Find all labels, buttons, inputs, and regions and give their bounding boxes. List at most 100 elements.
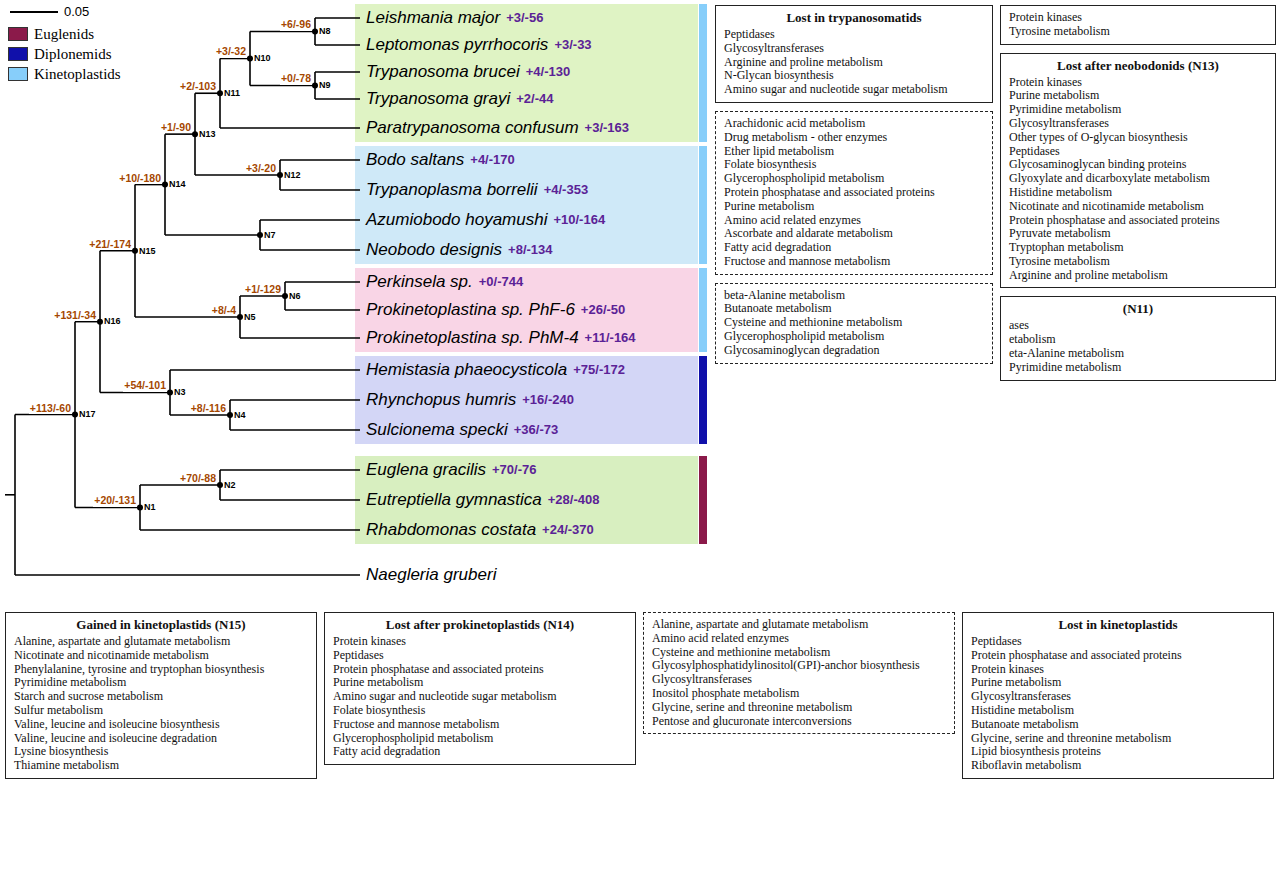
gain-loss-count: +11/-164 <box>585 331 636 346</box>
legend-swatch <box>8 47 28 61</box>
species-name: Prokinetoplastina sp. PhF-6 <box>366 300 575 320</box>
pathway-name: Histidine metabolism <box>971 704 1265 718</box>
pathway-name: Peptidases <box>333 649 627 663</box>
pathway-name: Folate biosynthesis <box>724 158 984 172</box>
gain-loss-count: +8/-134 <box>508 243 552 258</box>
node-dot <box>237 314 243 320</box>
pathway-list: Arachidonic acid metabolismDrug metaboli… <box>715 111 993 275</box>
tree-branch <box>220 58 250 60</box>
node-dot <box>312 29 318 35</box>
gain-loss-count: +24/-370 <box>542 523 594 538</box>
node-id: N2 <box>224 480 236 490</box>
gain-loss-count: +10/-164 <box>553 213 605 228</box>
pathway-name: Alanine, aspartate and glutamate metabol… <box>14 635 308 649</box>
tree-branch <box>165 234 260 236</box>
pathway-name: Fatty acid degradation <box>724 241 984 255</box>
node-dot <box>282 293 288 299</box>
tree-branch <box>15 414 75 416</box>
tree-branch <box>5 494 15 496</box>
pathway-name: Purine metabolism <box>333 676 627 690</box>
branch-gain-loss: +54/-101 <box>123 379 167 391</box>
pathway-name: Valine, leucine and isoleucine biosynthe… <box>14 718 308 732</box>
pathway-name: N-Glycan biosynthesis <box>724 69 984 83</box>
tree-branch <box>165 133 195 135</box>
node-id: N9 <box>319 80 331 90</box>
gain-loss-count: +4/-353 <box>544 183 588 198</box>
pathway-name: Alanine, aspartate and glutamate metabol… <box>652 618 946 632</box>
pathway-name: Pyrimidine metabolism <box>1009 103 1267 117</box>
pathway-name: Tyrosine metabolism <box>1009 25 1267 39</box>
tree-branch <box>195 174 280 176</box>
pathway-name: Glycosaminoglycan degradation <box>724 344 984 358</box>
pathway-name: Arachidonic acid metabolism <box>724 117 984 131</box>
pathway-name: Phenylalanine, tyrosine and tryptophan b… <box>14 663 308 677</box>
branch-gain-loss: +1/-129 <box>244 283 282 295</box>
pathway-name: eta-Alanine metabolism <box>1009 347 1267 361</box>
pathway-name: Lysine biosynthesis <box>14 745 308 759</box>
branch-gain-loss: +0/-78 <box>280 72 312 84</box>
node-id: N4 <box>234 410 246 420</box>
clade-band <box>355 146 698 264</box>
pathway-name: Glycerophospholipid metabolism <box>724 172 984 186</box>
clade-strip <box>699 456 707 544</box>
pathway-list-box: Gained in kinetoplastids (N15) Alanine, a… <box>5 612 317 779</box>
pathway-name: Valine, leucine and isoleucine degradati… <box>14 732 308 746</box>
branch-gain-loss: +3/-20 <box>245 162 277 174</box>
legend-swatch <box>8 27 28 41</box>
pathway-name: Protein phosphatase and associated prote… <box>724 186 984 200</box>
tree-branch <box>315 17 360 19</box>
box-heading: (N11) <box>1009 302 1267 317</box>
node-id: N7 <box>264 230 276 240</box>
gain-loss-count: +4/-130 <box>526 65 570 80</box>
tree-branch <box>170 369 360 371</box>
gain-loss-count: +3/-163 <box>585 121 629 136</box>
pathway-list: Alanine, aspartate and glutamate metabol… <box>643 612 955 734</box>
tree-branch <box>315 98 360 100</box>
tree-branch <box>315 44 360 46</box>
tree-branch <box>135 184 165 186</box>
tree-branch <box>285 309 360 311</box>
branch-gain-loss: +2/-103 <box>179 80 217 92</box>
pathway-name: Protein kinases <box>971 663 1265 677</box>
species-name: Trypanosoma grayi <box>366 89 510 109</box>
pathway-name: Tyrosine metabolism <box>1009 255 1267 269</box>
tree-branch <box>260 249 360 251</box>
species-name: Trypanosoma brucei <box>366 62 520 82</box>
clade-band <box>355 356 698 444</box>
tree-branch <box>285 281 360 283</box>
branch-gain-loss: +20/-131 <box>93 494 137 506</box>
clade-strip <box>699 268 707 352</box>
pathway-name: Peptidases <box>724 28 984 42</box>
pathway-name: Protein kinases <box>1009 76 1267 90</box>
gain-loss-count: +16/-240 <box>522 393 574 408</box>
pathway-name: Butanoate metabolism <box>724 302 984 316</box>
species-name: Azumiobodo hoyamushi <box>366 210 547 230</box>
legend-row: Kinetoplastids <box>8 64 121 84</box>
pathway-name: Arginine and proline metabolism <box>1009 269 1267 283</box>
pathway-name: beta-Alanine metabolism <box>724 289 984 303</box>
node-dot <box>97 319 103 325</box>
node-id: N15 <box>139 246 156 256</box>
node-id: N1 <box>144 502 156 512</box>
clade-strip <box>699 356 707 444</box>
tree-branch <box>260 219 360 221</box>
pathway-name: Pyrimidine metabolism <box>14 676 308 690</box>
node-dot <box>167 390 173 396</box>
pathway-name: Protein kinases <box>333 635 627 649</box>
tree-branch <box>250 85 315 87</box>
node-id: N11 <box>224 88 240 98</box>
pathway-name: Cysteine and methionine metabolism <box>724 316 984 330</box>
box-heading: Gained in kinetoplastids (N15) <box>14 618 308 633</box>
node-dot <box>247 56 253 62</box>
tree-branch <box>135 316 240 318</box>
tree-branch <box>280 189 360 191</box>
gain-loss-count: +2/-44 <box>516 92 553 107</box>
gain-loss-count: +36/-73 <box>514 423 558 438</box>
pathway-name: etabolism <box>1009 333 1267 347</box>
legend-row: Diplonemids <box>8 44 121 64</box>
tree-branch <box>240 337 360 339</box>
clade-strip <box>699 4 707 142</box>
pathway-name: Purine metabolism <box>724 200 984 214</box>
pathway-name: Amino sugar and nucleotide sugar metabol… <box>333 690 627 704</box>
pathway-name: Ascorbate and aldarate metabolism <box>724 227 984 241</box>
